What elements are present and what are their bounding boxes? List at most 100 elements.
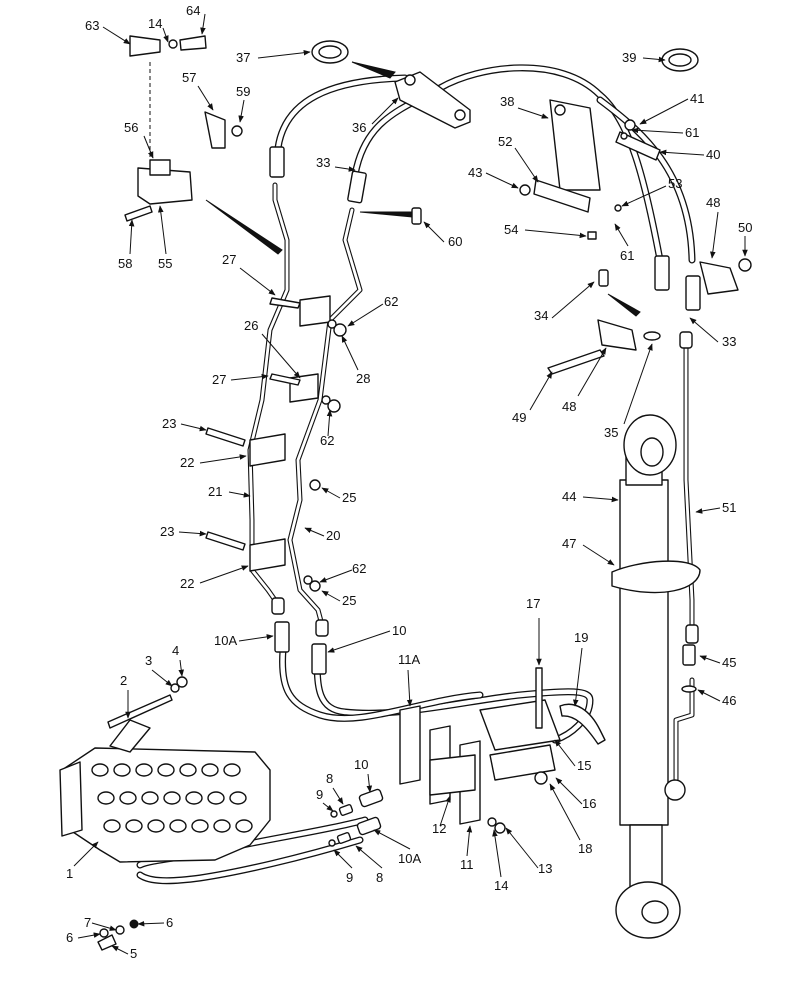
- callout-8-lower: 8: [376, 870, 383, 885]
- cylinder-barrel: [619, 479, 669, 826]
- callout-46: 46: [722, 693, 736, 708]
- valve-port: [135, 763, 153, 777]
- oring-9a: [330, 810, 338, 818]
- washer-62c: [303, 575, 313, 585]
- leader-arrow: [623, 343, 653, 425]
- callout-18: 18: [578, 841, 592, 856]
- callout-26: 26: [244, 318, 258, 333]
- nut-28: [327, 399, 341, 413]
- lift-cylinder: [611, 414, 701, 939]
- bolt-58: [124, 205, 153, 222]
- callout-33-right: 33: [722, 334, 736, 349]
- callout-8: 8: [326, 771, 333, 786]
- nut-62a: [333, 323, 347, 337]
- valve-port: [223, 763, 241, 777]
- callout-58: 58: [118, 256, 132, 271]
- left-upper-clamp: [124, 35, 243, 222]
- fitting-8a: [338, 804, 354, 816]
- leader-arrow: [334, 166, 356, 172]
- nut-4: [176, 676, 188, 688]
- washer-14a: [168, 39, 178, 49]
- callout-40: 40: [706, 147, 720, 162]
- clip-54: [587, 231, 597, 240]
- callout-22: 22: [180, 455, 194, 470]
- callout-2: 2: [120, 673, 127, 688]
- callout-54: 54: [504, 222, 518, 237]
- callout-9-lower: 9: [346, 870, 353, 885]
- washer-6b: [129, 919, 139, 929]
- callout-64: 64: [186, 3, 200, 18]
- callout-62-lower: 62: [352, 561, 366, 576]
- leader-arrow: [582, 496, 619, 503]
- callout-3: 3: [145, 653, 152, 668]
- leader-arrow: [137, 920, 165, 927]
- leader-arrow: [577, 347, 607, 397]
- leader-arrow: [642, 56, 666, 63]
- tube-end-20: [315, 619, 329, 637]
- callout-48-lower: 48: [562, 399, 576, 414]
- leader-arrow: [514, 147, 539, 183]
- leader-arrow: [319, 569, 353, 583]
- callout-25: 25: [342, 490, 356, 505]
- nut-59: [231, 125, 243, 137]
- valve-end-plate: [59, 761, 83, 837]
- callout-51: 51: [722, 500, 736, 515]
- wedge-37: [351, 61, 396, 79]
- leader-arrow: [332, 787, 344, 805]
- callout-15: 15: [577, 758, 591, 773]
- fitting-7: [115, 925, 125, 935]
- callout-61: 61: [685, 125, 699, 140]
- bolt-27b: [269, 373, 301, 386]
- nut-43: [519, 184, 531, 196]
- valve-port: [141, 791, 159, 805]
- callout-11: 11: [460, 857, 474, 872]
- leader-arrow: [406, 669, 413, 707]
- leader-arrow: [572, 647, 583, 707]
- valve-port: [169, 819, 187, 833]
- valve-port: [201, 763, 219, 777]
- bolt-49: [547, 349, 605, 375]
- plate-57: [204, 111, 226, 149]
- callout-4: 4: [172, 643, 179, 658]
- leader-arrow: [321, 590, 341, 602]
- bolt-23a: [205, 427, 246, 447]
- leader-arrow: [230, 373, 269, 381]
- leader-arrow: [423, 221, 445, 243]
- washer-3: [170, 683, 180, 693]
- callout-43: 43: [468, 165, 482, 180]
- leader-arrow: [143, 135, 154, 159]
- leader-arrow: [228, 491, 251, 498]
- wedge-60: [359, 211, 413, 218]
- callout-23: 23: [162, 416, 176, 431]
- valve-ports: [91, 763, 253, 833]
- valve-port: [229, 791, 247, 805]
- fitting-33a: [269, 146, 285, 178]
- valve-port: [125, 819, 143, 833]
- callout-63: 63: [85, 18, 99, 33]
- plate-40: [615, 131, 661, 161]
- leader-arrow: [199, 565, 249, 584]
- callout-leaders: [73, 13, 748, 955]
- leader-arrow: [582, 544, 615, 566]
- block-11a: [399, 705, 421, 785]
- leader-arrow: [555, 777, 583, 805]
- leader-arrow: [326, 409, 333, 437]
- leader-arrow: [158, 205, 167, 255]
- bracket-36: [394, 71, 471, 129]
- wedge-left: [205, 199, 283, 255]
- valve-port: [147, 819, 165, 833]
- oring-35: [643, 331, 661, 341]
- bolt-2: [109, 719, 151, 753]
- control-valve: [59, 676, 271, 951]
- valve-port: [179, 763, 197, 777]
- tube-clamps: [205, 199, 413, 592]
- plate-16: [489, 744, 556, 781]
- leader-arrow: [321, 487, 341, 499]
- leader-arrow: [710, 211, 719, 259]
- leader-arrow: [529, 371, 553, 411]
- leader-arrow: [341, 335, 359, 371]
- leader-arrow: [551, 281, 595, 319]
- leader-arrow: [180, 423, 207, 432]
- leader-arrow: [639, 98, 689, 125]
